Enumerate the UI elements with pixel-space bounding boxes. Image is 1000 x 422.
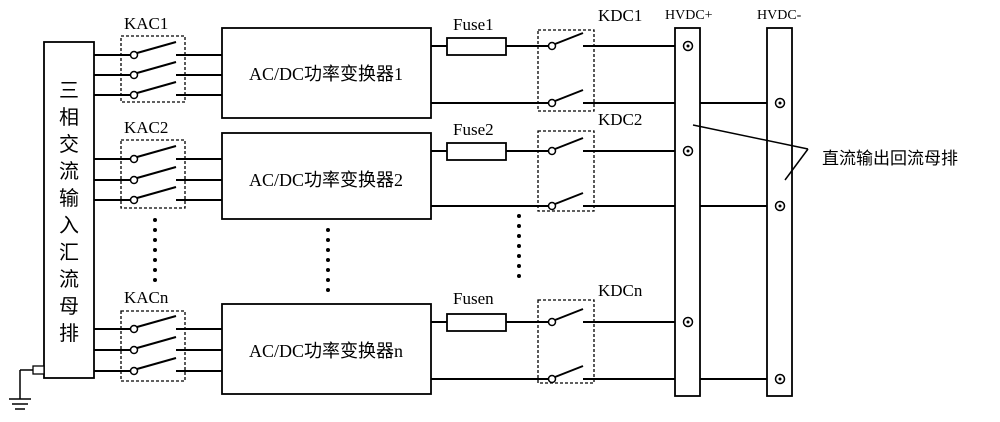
kdc-label: KDC1 — [598, 6, 642, 25]
ac-switch-kac1 — [120, 35, 186, 103]
input-busbar-char: 流 — [59, 268, 79, 291]
hvdc-negative-busbar — [766, 27, 793, 397]
converter-row-1: KAC1 AC/DC功率变换器1 Fuse1 KDC1 — [94, 6, 779, 119]
acdc-converter-2 — [221, 132, 432, 220]
fuse-n — [446, 313, 507, 332]
converter-label: AC/DC功率变换器1 — [249, 64, 403, 84]
kdc-label: KDCn — [598, 281, 643, 300]
ac-switch-kacn — [120, 310, 186, 382]
hvdc-positive-label: HVDC+ — [665, 8, 713, 23]
input-busbar — [43, 41, 95, 379]
converter-row-n: KACn AC/DC功率变换器n Fusen KDCn — [94, 281, 779, 395]
converter-label: AC/DC功率变换器2 — [249, 170, 403, 190]
fuse-label: Fuse2 — [453, 120, 494, 139]
kac-label: KACn — [124, 288, 169, 307]
busbar-annotation: 直流输出回流母排 — [822, 149, 958, 168]
hvdc-negative-label: HVDC- — [757, 8, 802, 23]
annotation-leader — [692, 124, 809, 150]
kac-label: KAC2 — [124, 118, 168, 137]
dc-switch-kdc2 — [537, 130, 595, 212]
fuse-label: Fuse1 — [453, 15, 494, 34]
acdc-converter-1 — [221, 27, 432, 119]
dc-switch-kdcn — [537, 299, 595, 384]
converter-label: AC/DC功率变换器n — [249, 341, 403, 361]
fuse-label: Fusen — [453, 289, 494, 308]
annotation-leader — [784, 148, 809, 181]
input-busbar-char: 相 — [59, 106, 79, 129]
ac-switch-kac2 — [120, 139, 186, 209]
dc-switch-kdc1 — [537, 29, 595, 112]
ground-icon — [9, 365, 45, 410]
acdc-converter-n — [221, 303, 432, 395]
kdc-label: KDC2 — [598, 110, 642, 129]
input-busbar-char: 汇 — [59, 241, 79, 264]
fuse-2 — [446, 142, 507, 161]
kac-label: KAC1 — [124, 14, 168, 33]
fuse-1 — [446, 37, 507, 56]
input-busbar-char: 三 — [59, 80, 79, 102]
hvdc-positive-busbar — [674, 27, 701, 397]
input-busbar-char: 流 — [59, 160, 79, 183]
input-busbar-char: 母 — [59, 296, 79, 318]
input-busbar-char: 入 — [59, 215, 79, 237]
input-busbar-char: 输 — [59, 187, 79, 210]
input-busbar-char: 交 — [59, 133, 79, 156]
input-busbar-char: 排 — [59, 322, 79, 345]
